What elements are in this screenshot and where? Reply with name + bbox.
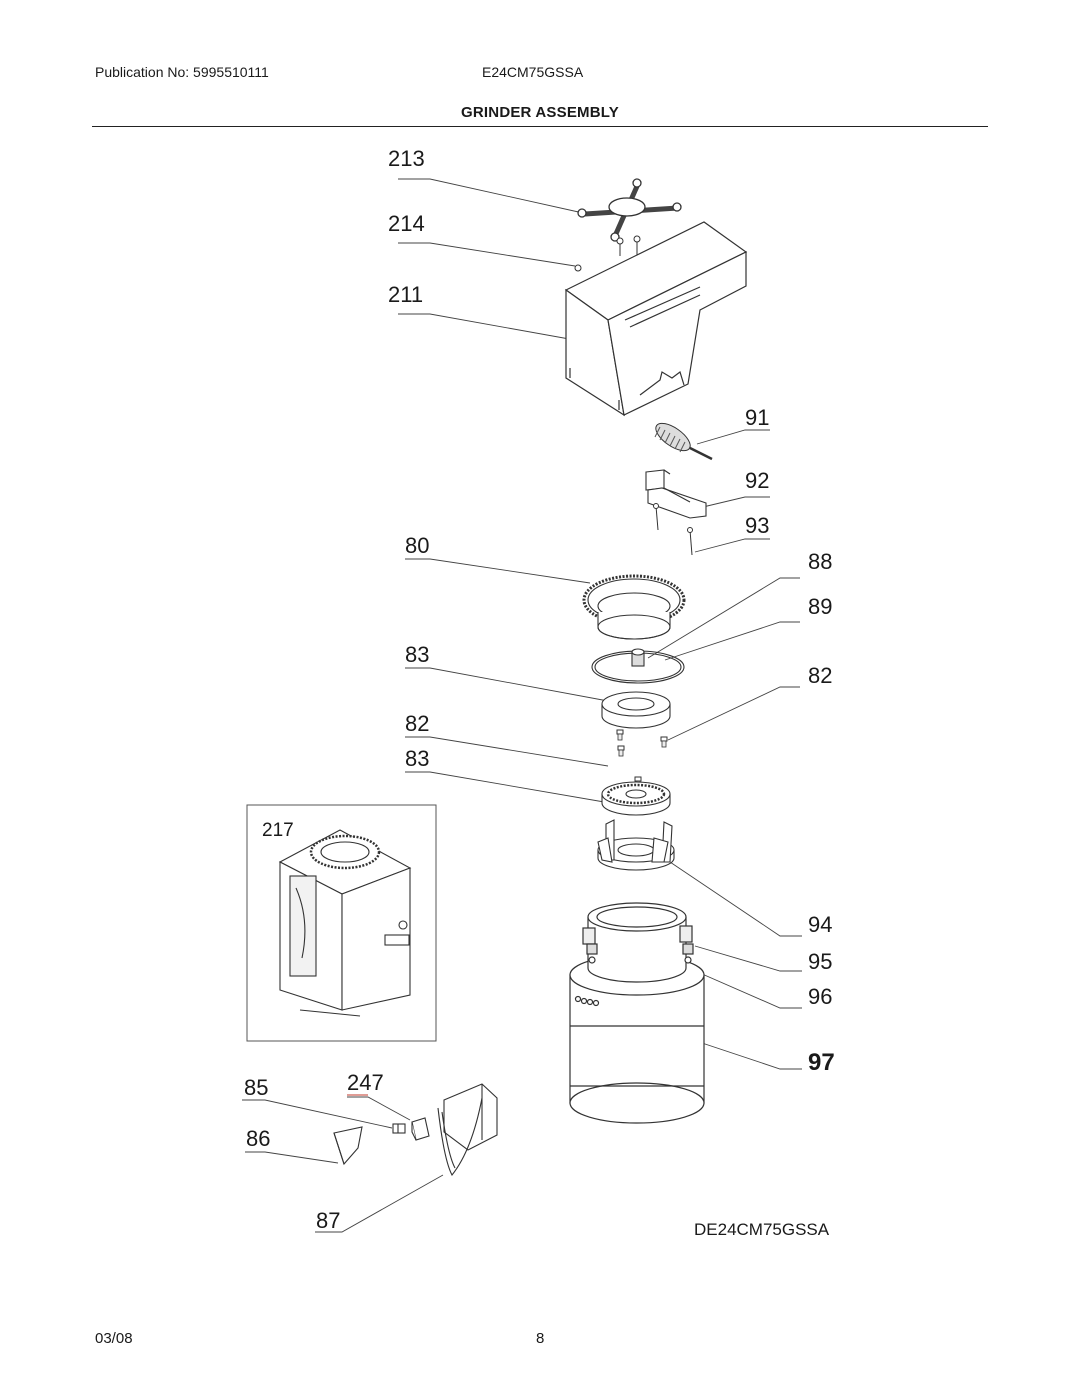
- part-97-motor-housing: [569, 902, 705, 1124]
- callout-96: 96: [808, 984, 832, 1009]
- part-88-89-seal-hub: [591, 648, 685, 684]
- callout-89: 89: [808, 594, 832, 619]
- callout-92: 92: [745, 468, 769, 493]
- callout-91: 91: [745, 405, 769, 430]
- callout-numbers: 213 214 211 91 92 93 80 88 89 83 82 82 8…: [244, 146, 835, 1239]
- callout-247: 247: [347, 1070, 384, 1095]
- part-86-chute: [333, 1126, 363, 1166]
- part-92-bracket: [645, 469, 707, 519]
- callout-95: 95: [808, 949, 832, 974]
- callout-83b: 83: [405, 746, 429, 771]
- callout-214: 214: [388, 211, 425, 236]
- inset-label: 217: [262, 820, 294, 841]
- callout-85: 85: [244, 1075, 268, 1100]
- callout-97: 97: [808, 1049, 835, 1076]
- callout-93: 93: [745, 513, 769, 538]
- callout-211: 211: [388, 282, 423, 307]
- page-title: GRINDER ASSEMBLY: [461, 104, 619, 121]
- header-divider: [92, 126, 988, 127]
- callout-88: 88: [808, 549, 832, 574]
- callout-80: 80: [405, 533, 429, 558]
- part-93-screws: [653, 503, 693, 556]
- diagram-code: DE24CM75GSSA: [694, 1220, 830, 1239]
- part-80-gear-ring: [582, 574, 686, 640]
- model-number: E24CM75GSSA: [482, 64, 584, 80]
- part-213-cross-bracket: [577, 178, 682, 242]
- part-94-burr-holder: [597, 819, 675, 871]
- callout-94: 94: [808, 912, 832, 937]
- part-87-flap: [437, 1083, 498, 1176]
- part-83-burr: [601, 781, 671, 816]
- inset-217: [246, 804, 437, 1042]
- part-91-auger: [654, 422, 713, 461]
- callout-82: 82: [808, 663, 832, 688]
- callout-213: 213: [388, 146, 425, 171]
- footer-date: 03/08: [95, 1330, 133, 1347]
- callout-83: 83: [405, 642, 429, 667]
- part-211-hopper: [564, 221, 748, 417]
- leader-lines: [242, 178, 802, 1233]
- callout-82b: 82: [405, 711, 429, 736]
- callout-87: 87: [316, 1208, 340, 1233]
- part-83-collar: [601, 691, 671, 729]
- publication-number: Publication No: 5995510111: [95, 64, 269, 80]
- part-85-247-clip: [392, 1117, 430, 1141]
- footer-page-number: 8: [536, 1330, 545, 1347]
- callout-86: 86: [246, 1126, 270, 1151]
